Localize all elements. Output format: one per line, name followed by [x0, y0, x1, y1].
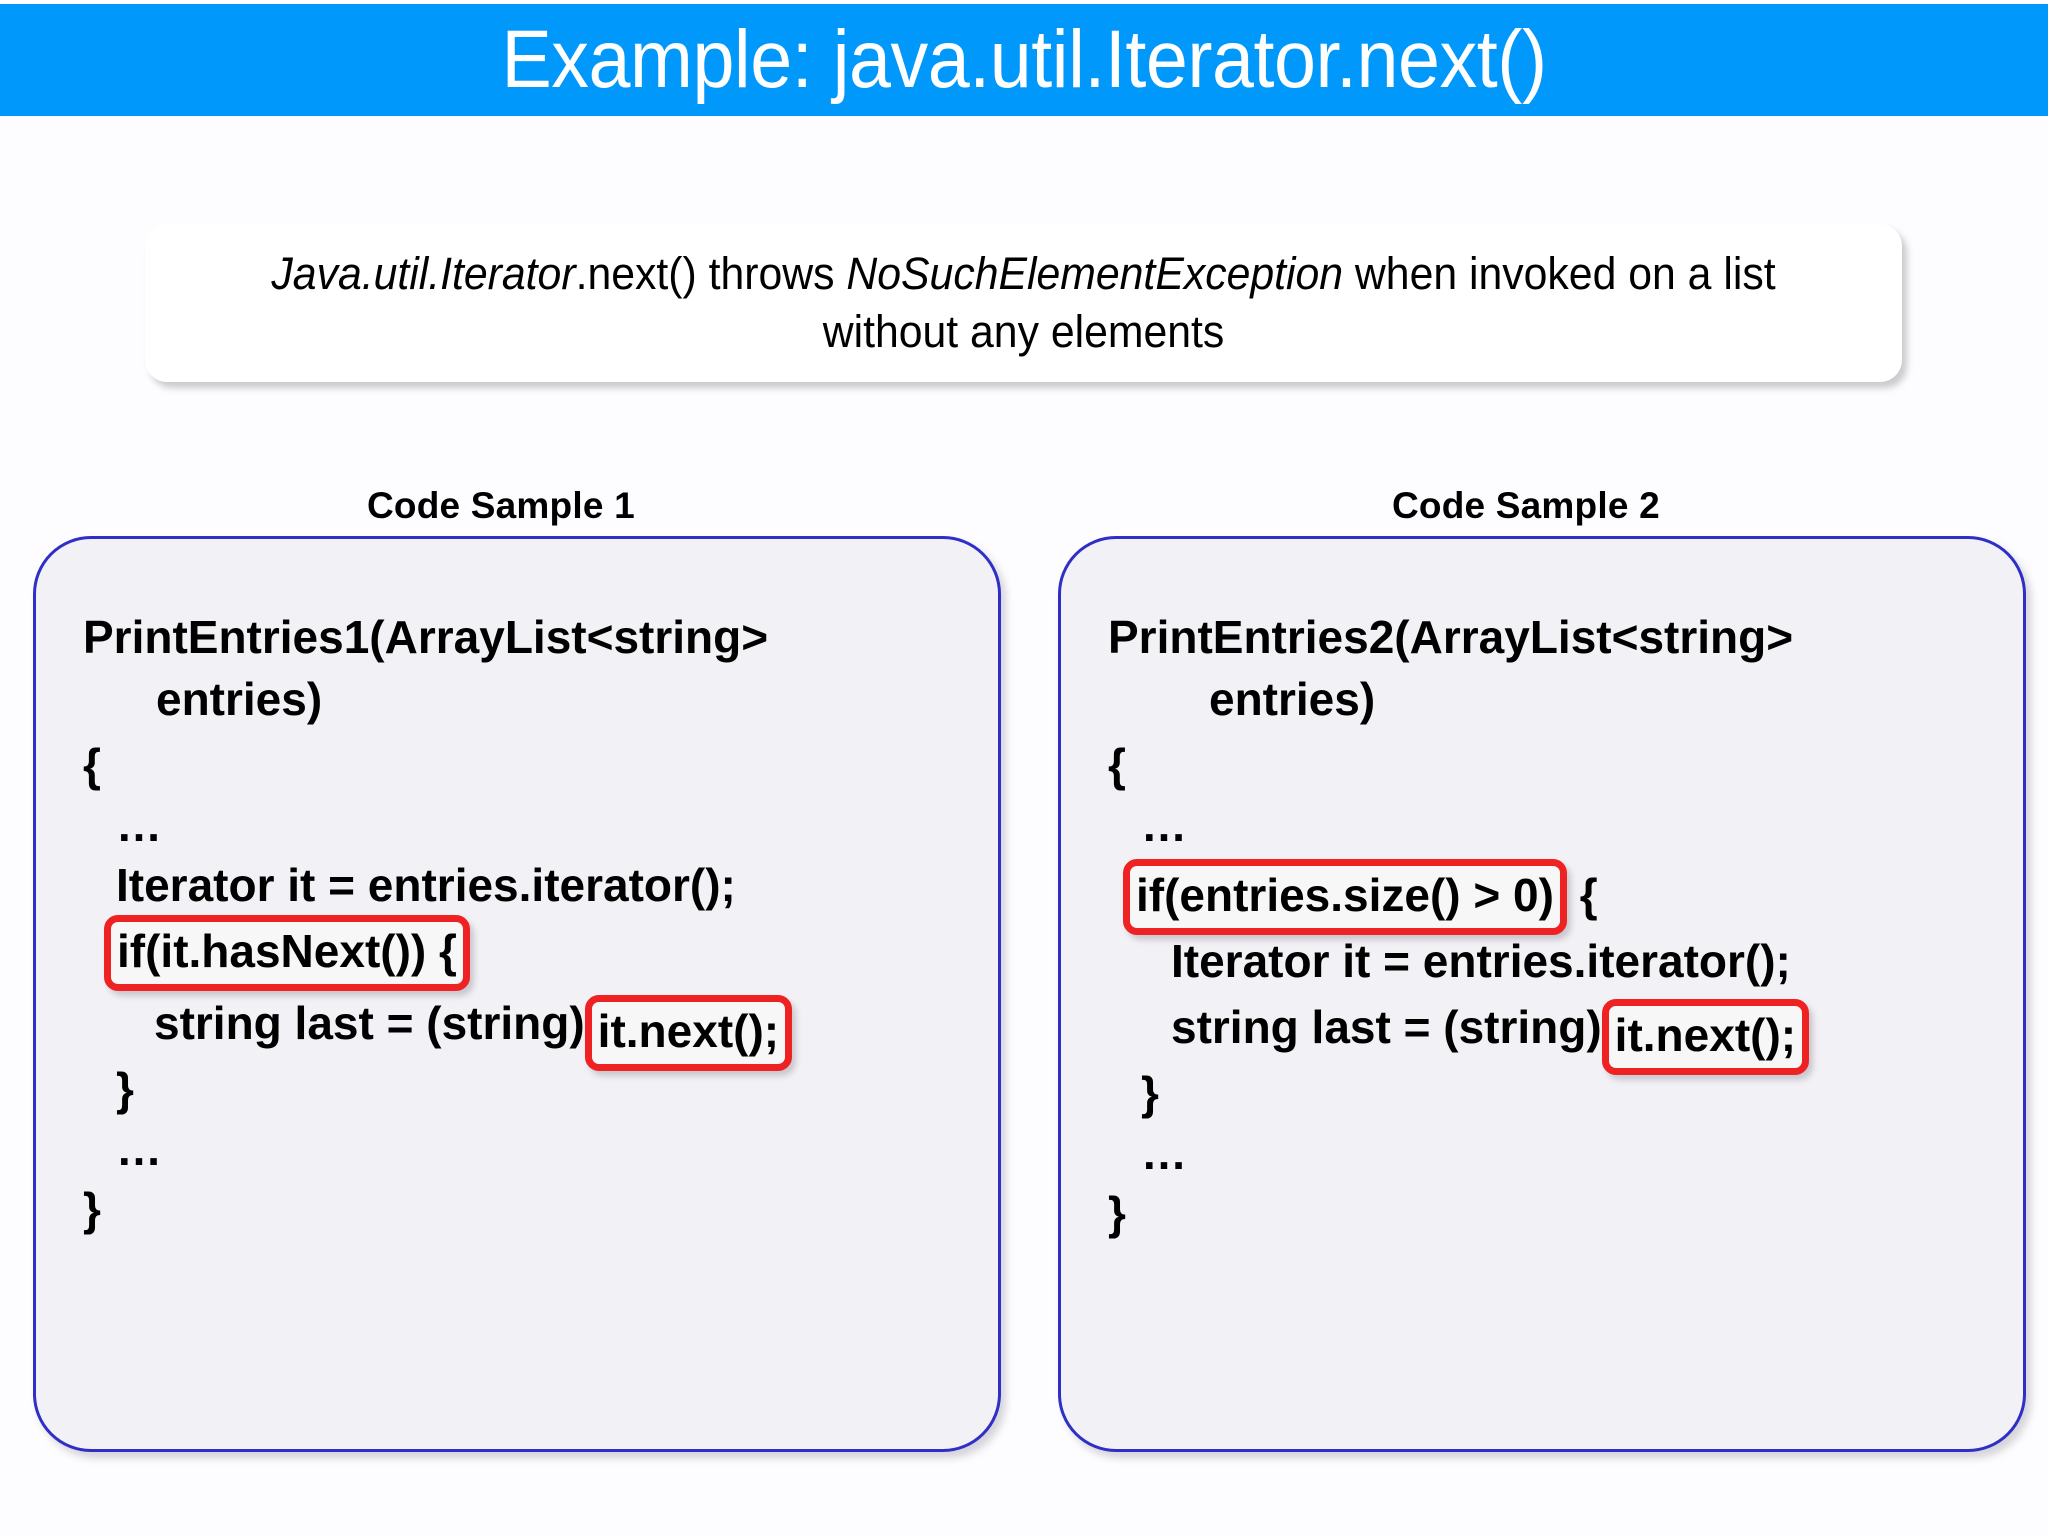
- code-line: …: [116, 799, 162, 851]
- slide-title-banner: Example: java.util.Iterator.next(): [0, 4, 2048, 116]
- code-line: }: [83, 1183, 101, 1235]
- heading-code-sample-2: Code Sample 2: [1392, 485, 1660, 526]
- code-text-string-last: string last = (string): [154, 997, 585, 1049]
- code-line: PrintEntries2(ArrayList<string>: [1108, 611, 1794, 663]
- code-line: {: [83, 739, 101, 791]
- code-text-string-last: string last = (string): [1171, 1001, 1602, 1053]
- code-line: …: [1141, 1127, 1187, 1179]
- code-panel-sample-2: PrintEntries2(ArrayList<string> entries)…: [1058, 536, 2026, 1452]
- code-line: PrintEntries1(ArrayList<string>: [83, 611, 769, 663]
- code-line: entries): [156, 673, 323, 725]
- highlight-box-if-entries-size: if(entries.size() > 0): [1123, 859, 1567, 935]
- highlight-box-it-next: it.next();: [1601, 999, 1810, 1075]
- code-line: {: [1108, 739, 1126, 791]
- code-line: …: [116, 1123, 162, 1175]
- code-line: entries): [1209, 673, 1376, 725]
- slide-title: Example: java.util.Iterator.next(): [501, 14, 1547, 105]
- code-line-highlighted: string last = (string)it.next();: [1171, 991, 1810, 1075]
- statement-part-next-throws: .next() throws: [575, 248, 847, 300]
- highlight-box-it-next: it.next();: [584, 995, 793, 1071]
- code-text-open-brace: {: [1566, 869, 1598, 921]
- code-line: }: [1108, 1187, 1126, 1239]
- code-panel-sample-1: PrintEntries1(ArrayList<string> entries)…: [33, 536, 1001, 1452]
- statement-part-tail: when invoked on a list without any eleme…: [822, 248, 1776, 357]
- code-line-highlighted: string last = (string)it.next();: [154, 987, 793, 1071]
- heading-code-sample-1: Code Sample 1: [367, 485, 635, 526]
- statement-part-iterator: Java.util.Iterator: [271, 248, 576, 300]
- code-body-sample-1: PrintEntries1(ArrayList<string> entries)…: [36, 539, 998, 1449]
- statement-part-exception: NoSuchElementException: [846, 248, 1344, 300]
- code-line: }: [116, 1063, 134, 1115]
- code-body-sample-2: PrintEntries2(ArrayList<string> entries)…: [1061, 539, 2023, 1449]
- code-line: Iterator it = entries.iterator();: [1171, 935, 1791, 987]
- code-line: }: [1141, 1067, 1159, 1119]
- code-line-highlighted: if(entries.size() > 0) {: [1123, 859, 1598, 935]
- code-line: …: [1141, 799, 1187, 851]
- code-line: Iterator it = entries.iterator();: [116, 859, 736, 911]
- statement-callout-box: Java.util.Iterator.next() throws NoSuchE…: [145, 224, 1902, 382]
- statement-text: Java.util.Iterator.next() throws NoSuchE…: [214, 245, 1834, 360]
- code-line-highlighted: if(it.hasNext()) {: [104, 915, 470, 991]
- highlight-box-if-hasnext: if(it.hasNext()) {: [104, 915, 470, 991]
